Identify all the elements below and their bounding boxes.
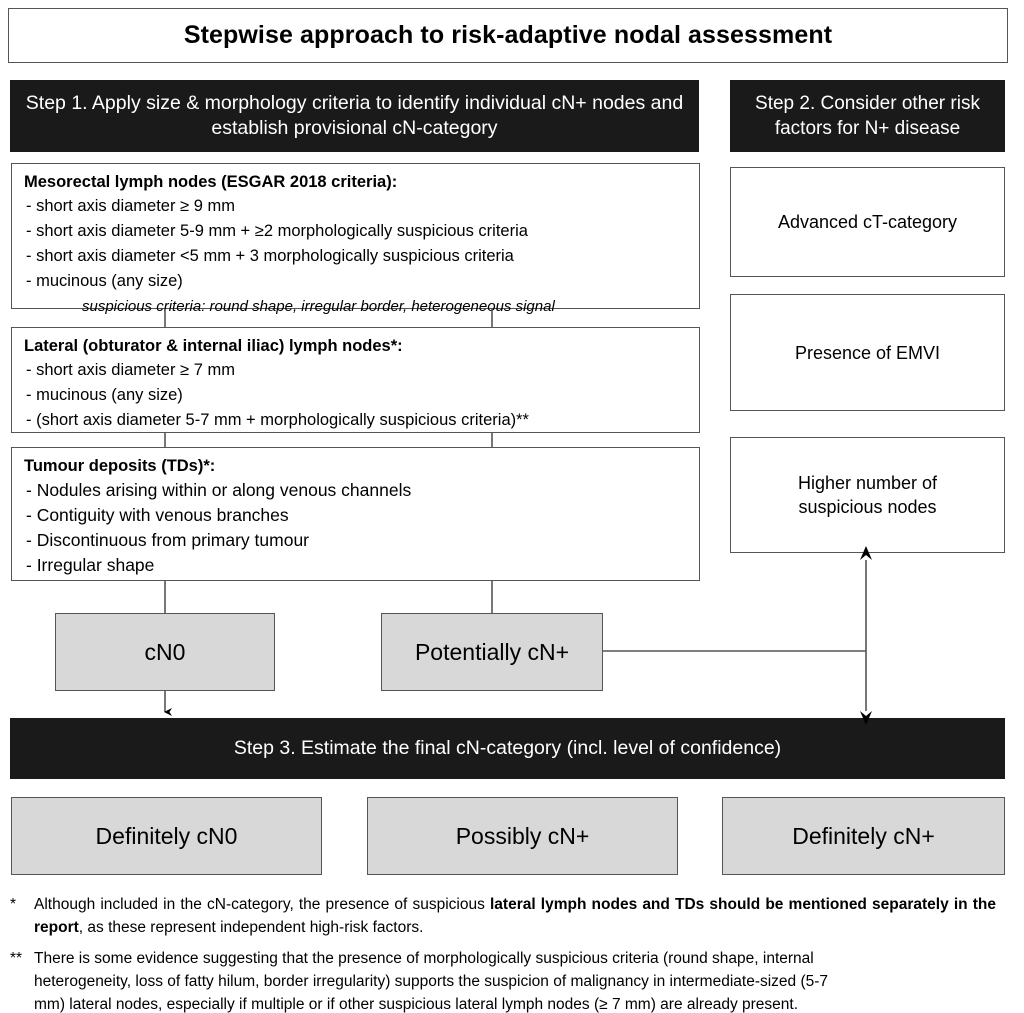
criteria-box-tumour-deposits: Tumour deposits (TDs)*: - Nodules arisin… <box>11 447 700 581</box>
footnote-two: ** There is some evidence suggesting tha… <box>10 947 996 1013</box>
risk-factor-emvi: Presence of EMVI <box>730 294 1005 411</box>
criteria-item: - short axis diameter 5-9 mm + ≥2 morpho… <box>26 222 528 240</box>
criteria-note: suspicious criteria: round shape, irregu… <box>82 298 555 315</box>
criteria-item: - mucinous (any size) <box>26 386 183 404</box>
outcome-label: Possibly cN+ <box>455 822 590 849</box>
criteria-list: - short axis diameter ≥ 9 mm - short axi… <box>12 194 699 294</box>
footnote-part2: , as these represent independent high-ri… <box>78 919 424 936</box>
criteria-heading: Mesorectal lymph nodes (ESGAR 2018 crite… <box>24 173 398 191</box>
step2-header-label: Step 2. Consider other risk factors for … <box>755 93 980 139</box>
criteria-heading: Tumour deposits (TDs)*: <box>24 457 216 475</box>
footnote-line: There is some evidence suggesting that t… <box>34 950 814 967</box>
node-label: Potentially cN+ <box>414 638 570 665</box>
risk-factor-node-count: Higher number of suspicious nodes <box>730 437 1005 553</box>
criteria-heading: Lateral (obturator & internal iliac) lym… <box>24 337 403 355</box>
risk-factor-advanced-ct: Advanced cT-category <box>730 167 1005 277</box>
criteria-item: - Contiguity with venous branches <box>26 505 289 525</box>
criteria-box-lateral: Lateral (obturator & internal iliac) lym… <box>11 327 700 433</box>
footnote-one: * Although included in the cN-category, … <box>10 893 996 939</box>
criteria-item: - Discontinuous from primary tumour <box>26 530 309 550</box>
page-title: Stepwise approach to risk-adaptive nodal… <box>183 21 833 49</box>
criteria-item: - Irregular shape <box>26 555 155 575</box>
risk-factor-label: Higher number of suspicious nodes <box>797 473 938 517</box>
outcome-definitely-cn0: Definitely cN0 <box>11 797 322 875</box>
criteria-item: - Nodules arising within or along venous… <box>26 480 412 500</box>
risk-factor-label: Advanced cT-category <box>777 212 958 232</box>
footnote-text: Although included in the cN-category, th… <box>34 893 996 939</box>
risk-factor-label: Presence of EMVI <box>794 342 941 363</box>
criteria-item: - mucinous (any size) <box>26 272 183 290</box>
criteria-item: - short axis diameter ≥ 7 mm <box>26 361 235 379</box>
criteria-list: - Nodules arising within or along venous… <box>12 478 699 578</box>
outcome-possibly-cn-plus: Possibly cN+ <box>367 797 678 875</box>
diagram-title-box: Stepwise approach to risk-adaptive nodal… <box>8 8 1008 63</box>
node-potentially-cn-plus: Potentially cN+ <box>381 613 603 691</box>
criteria-item: - (short axis diameter 5-7 mm + morpholo… <box>26 411 529 429</box>
outcome-label: Definitely cN0 <box>95 822 238 849</box>
footnote-line: mm) lateral nodes, especially if multipl… <box>34 996 799 1013</box>
step3-header-box: Step 3. Estimate the final cN-category (… <box>10 718 1005 779</box>
criteria-box-mesorectal: Mesorectal lymph nodes (ESGAR 2018 crite… <box>11 163 700 315</box>
criteria-item: - short axis diameter <5 mm + 3 morpholo… <box>26 247 514 265</box>
node-cn0: cN0 <box>55 613 275 691</box>
criteria-list: - short axis diameter ≥ 7 mm - mucinous … <box>12 358 699 433</box>
footnote-bold: lateral lymph nodes and TDs should be me… <box>34 896 996 936</box>
footnote-part1: Although included in the cN-category, th… <box>34 896 490 913</box>
step1-header-label: Step 1. Apply size & morphology criteria… <box>25 92 684 139</box>
footnote-marker: * <box>10 896 17 913</box>
step2-header-box: Step 2. Consider other risk factors for … <box>730 80 1005 152</box>
outcome-label: Definitely cN+ <box>792 822 935 849</box>
step1-header-box: Step 1. Apply size & morphology criteria… <box>10 80 699 152</box>
outcome-definitely-cn-plus: Definitely cN+ <box>722 797 1005 875</box>
node-label: cN0 <box>144 638 186 665</box>
criteria-item: - short axis diameter ≥ 9 mm <box>26 197 235 215</box>
footnote-marker: ** <box>10 950 23 967</box>
step3-header-label: Step 3. Estimate the final cN-category (… <box>233 737 782 759</box>
footnote-line: heterogeneity, loss of fatty hilum, bord… <box>34 973 829 990</box>
